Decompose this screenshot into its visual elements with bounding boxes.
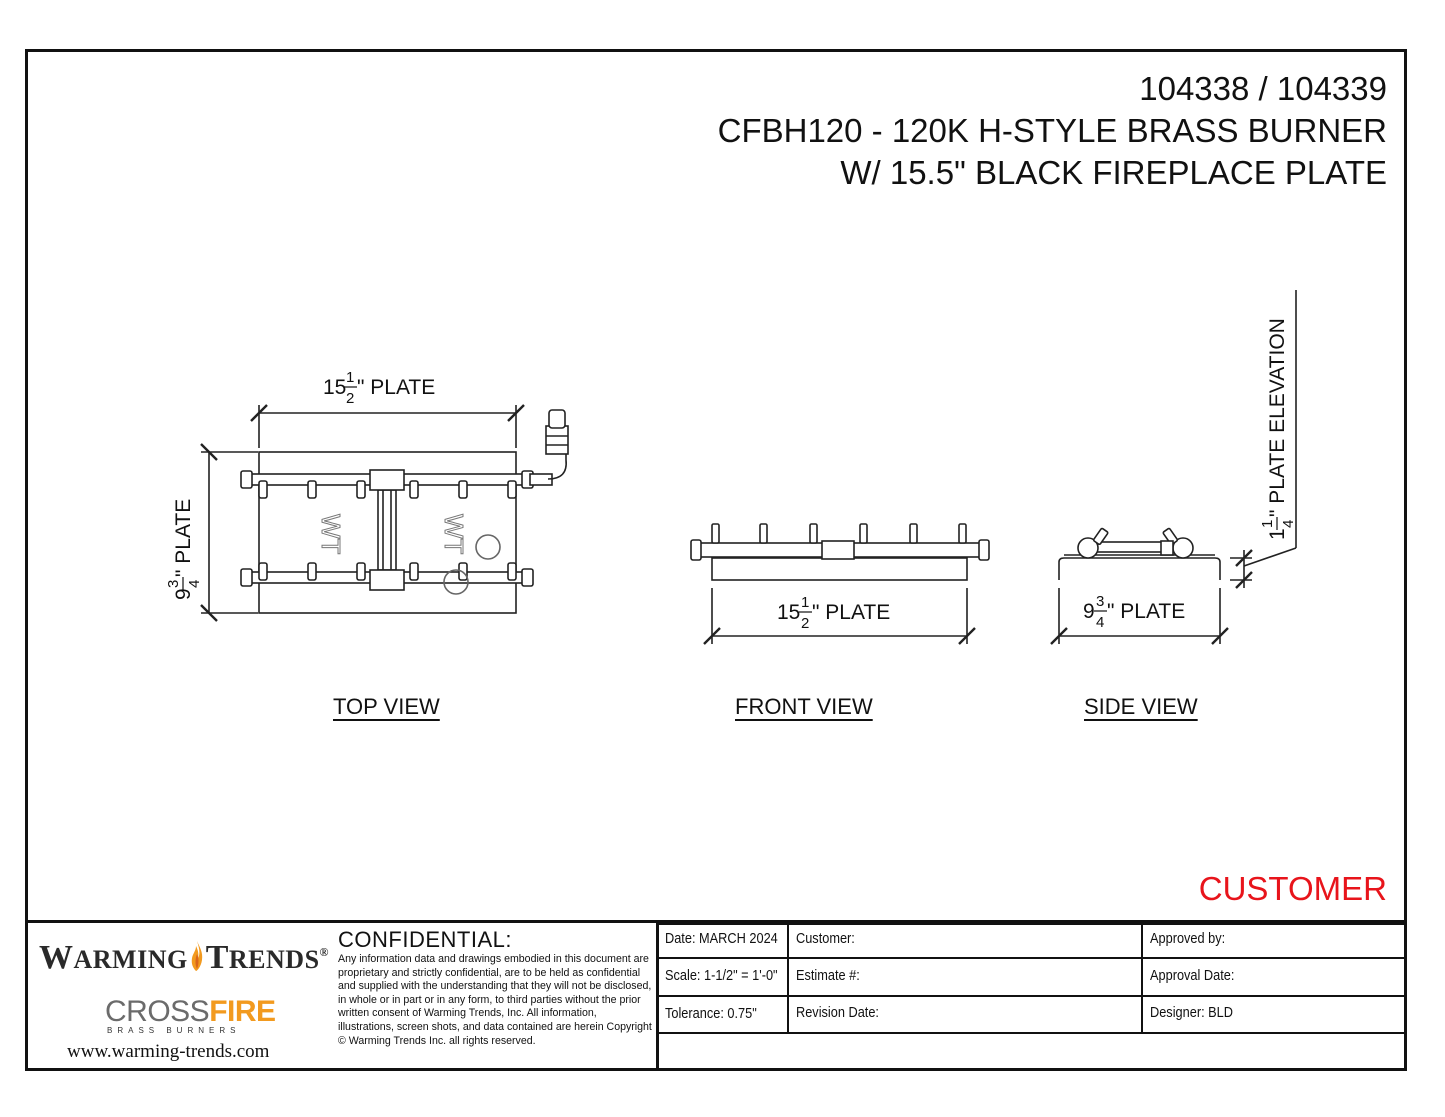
front-width-num: 1 [801,594,809,611]
website-url: www.warming-trends.com [67,1041,270,1062]
top-width-suffix: " PLATE [357,376,435,399]
estimate-field: Estimate #: [796,968,860,984]
confidential-title: CONFIDENTIAL: [338,927,512,952]
approved-by-field: Approved by: [1150,931,1226,947]
top-depth-suffix: " PLATE [172,499,195,577]
side-depth-den: 4 [1096,614,1104,631]
side-view-label: SIDE VIEW [1084,694,1198,719]
side-view-depth-dimension: 9 3 4 " PLATE [1050,588,1229,645]
flame-icon [190,940,204,972]
customer-field: Customer: [796,931,855,947]
side-depth-whole: 9 [1083,600,1095,623]
side-depth-suffix: " PLATE [1107,600,1185,623]
designer-field: Designer: BLD [1150,1005,1233,1021]
plate-logo-mark: WT [439,514,469,555]
table-border [1141,923,1143,1034]
front-width-whole: 15 [777,601,800,624]
top-view-depth-dimension: 9 3 4 " PLATE [165,443,258,622]
crossfire-logo: CROSSFIRE [105,995,276,1028]
top-view-label: TOP VIEW [333,694,440,719]
product-title: CFBH120 - 120K H-STYLE BRASS BURNER [717,112,1387,149]
top-width-whole: 15 [323,376,346,399]
confidential-notice: CONFIDENTIAL: Any information data and d… [338,928,654,1048]
scale-field: Scale: 1-1/2" = 1'-0" [665,968,778,984]
tolerance-field: Tolerance: 0.75" [665,1006,757,1022]
revision-date-field: Revision Date: [796,1005,879,1021]
top-width-den: 2 [346,390,354,407]
table-border [659,957,1405,959]
elevation-whole: 1 [1266,528,1289,540]
product-subtitle: W/ 15.5" BLACK FIREPLACE PLATE [840,154,1387,191]
side-view: 9 3 4 " PLATE 1 1 4 " PLATE ELEVATION [1050,290,1297,645]
front-width-den: 2 [801,615,809,632]
top-depth-den: 4 [186,580,203,588]
front-view-width-dimension: 15 1 2 " PLATE [703,588,976,645]
table-border [659,1032,1405,1034]
front-view: 15 1 2 " PLATE [690,523,990,645]
front-view-label: FRONT VIEW [735,694,873,719]
side-depth-num: 3 [1096,593,1104,610]
top-depth-num: 3 [165,580,182,588]
table-border [659,995,1405,997]
title-bar [25,920,1407,1071]
top-view-plate [258,451,517,614]
front-view-plate [711,557,968,581]
approval-date-field: Approval Date: [1150,968,1235,984]
drawing-frame [25,49,1407,1071]
customer-stamp: CUSTOMER [1198,870,1387,907]
crossfire-subtitle: BRASS BURNERS [107,1026,241,1035]
top-depth-whole: 9 [172,588,195,600]
top-view: 15 1 2 " PLATE 9 3 4 " PLATE [165,369,569,622]
table-border [787,923,789,1034]
side-view-plate [1058,557,1221,580]
part-numbers: 104338 / 104339 [1139,70,1387,107]
plate-logo-mark: WT [316,514,346,555]
title-block: 104338 / 104339 CFBH120 - 120K H-STYLE B… [718,68,1387,194]
top-view-burner: WT WT [240,409,569,595]
table-border [659,923,1405,925]
top-view-width-dimension: 15 1 2 " PLATE [250,369,525,448]
elevation-num: 1 [1259,520,1276,528]
elevation-suffix: " PLATE ELEVATION [1266,318,1289,517]
date-field: Date: MARCH 2024 [665,931,778,947]
table-border [656,923,659,1069]
front-width-suffix: " PLATE [812,601,890,624]
top-width-num: 1 [346,369,354,386]
confidential-text: Any information data and drawings embodi… [338,953,652,1047]
side-view-elevation-dimension: 1 1 4 " PLATE ELEVATION [1230,290,1297,589]
elevation-den: 4 [1280,520,1297,528]
